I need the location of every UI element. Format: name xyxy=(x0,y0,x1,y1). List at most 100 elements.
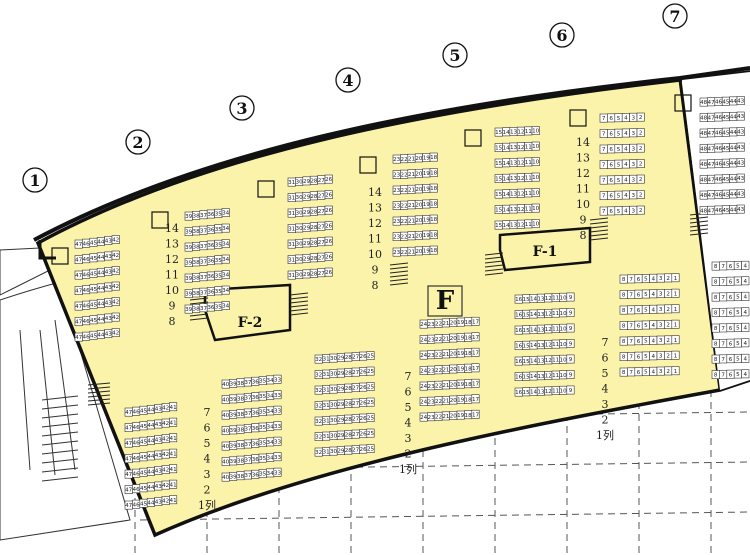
seat[interactable] xyxy=(636,190,645,199)
seat[interactable] xyxy=(324,236,333,246)
seat[interactable] xyxy=(531,172,540,182)
seat[interactable] xyxy=(273,374,282,384)
seat[interactable] xyxy=(471,332,480,342)
seat[interactable] xyxy=(273,452,282,462)
seat[interactable] xyxy=(566,292,575,302)
seat[interactable] xyxy=(111,328,120,337)
seat[interactable] xyxy=(221,223,230,233)
seat[interactable] xyxy=(169,417,178,427)
seat[interactable] xyxy=(471,316,480,326)
seat[interactable] xyxy=(636,174,645,184)
seat[interactable] xyxy=(324,190,333,199)
seat[interactable] xyxy=(671,335,680,345)
seat[interactable] xyxy=(736,173,745,183)
seat[interactable] xyxy=(671,288,680,298)
seat[interactable] xyxy=(741,291,750,301)
seat[interactable] xyxy=(429,199,438,208)
seat[interactable] xyxy=(366,351,375,360)
seat[interactable] xyxy=(169,433,178,443)
seat[interactable] xyxy=(531,141,540,151)
seat[interactable] xyxy=(273,405,282,415)
seat[interactable] xyxy=(169,402,178,412)
seat[interactable] xyxy=(273,421,282,431)
seat[interactable] xyxy=(324,267,333,277)
seat[interactable] xyxy=(566,339,575,348)
seat[interactable] xyxy=(471,394,480,404)
seat[interactable] xyxy=(471,363,480,373)
seat[interactable] xyxy=(169,495,178,505)
seat[interactable] xyxy=(273,390,282,400)
seat[interactable] xyxy=(566,308,575,317)
seat[interactable] xyxy=(636,205,645,215)
seat[interactable] xyxy=(169,448,178,458)
seat[interactable] xyxy=(221,208,230,217)
seat[interactable] xyxy=(429,152,438,162)
seat[interactable] xyxy=(221,285,230,295)
seat[interactable] xyxy=(111,281,120,291)
seat[interactable] xyxy=(429,183,438,193)
seat[interactable] xyxy=(566,354,575,364)
seat[interactable] xyxy=(366,413,375,422)
seat[interactable] xyxy=(429,245,438,255)
seat[interactable] xyxy=(111,266,120,275)
seat[interactable] xyxy=(671,273,680,283)
seat[interactable] xyxy=(636,143,645,153)
seat[interactable] xyxy=(471,409,480,419)
seat[interactable] xyxy=(736,111,745,121)
seat[interactable] xyxy=(566,385,575,395)
seat[interactable] xyxy=(671,304,680,314)
seat[interactable] xyxy=(636,159,645,168)
seat[interactable] xyxy=(671,350,680,360)
seat[interactable] xyxy=(741,338,750,348)
seat[interactable] xyxy=(736,189,745,198)
seat[interactable] xyxy=(111,250,120,260)
seat[interactable] xyxy=(169,479,178,489)
seat[interactable] xyxy=(531,188,540,197)
seat[interactable] xyxy=(471,347,480,357)
seat[interactable] xyxy=(671,319,680,329)
seat[interactable] xyxy=(741,369,750,379)
seat[interactable] xyxy=(736,127,745,136)
seat[interactable] xyxy=(531,157,540,166)
seat[interactable] xyxy=(169,464,178,474)
seat[interactable] xyxy=(636,128,645,137)
seat[interactable] xyxy=(736,142,745,152)
seat[interactable] xyxy=(736,96,745,105)
seat[interactable] xyxy=(741,322,750,332)
seat[interactable] xyxy=(366,366,375,376)
seat[interactable] xyxy=(741,353,750,363)
seat[interactable] xyxy=(111,235,120,244)
seat[interactable] xyxy=(111,312,120,322)
seat[interactable] xyxy=(429,230,438,239)
seat[interactable] xyxy=(366,397,375,407)
seat[interactable] xyxy=(221,301,230,310)
seat[interactable] xyxy=(273,467,282,477)
seat[interactable] xyxy=(324,205,333,215)
seat[interactable] xyxy=(531,203,540,213)
seat[interactable] xyxy=(324,174,333,184)
seat[interactable] xyxy=(741,260,750,270)
seat[interactable] xyxy=(366,444,375,453)
seat[interactable] xyxy=(221,254,230,264)
seat[interactable] xyxy=(111,297,120,306)
seat[interactable] xyxy=(566,323,575,333)
seat[interactable] xyxy=(531,219,540,228)
seat[interactable] xyxy=(531,126,540,135)
seat[interactable] xyxy=(221,239,230,248)
seat[interactable] xyxy=(273,436,282,446)
seat[interactable] xyxy=(366,428,375,438)
seat[interactable] xyxy=(324,221,333,230)
seat[interactable] xyxy=(671,366,680,376)
seat[interactable] xyxy=(324,252,333,261)
seat[interactable] xyxy=(741,276,750,286)
seat[interactable] xyxy=(429,168,438,177)
seat[interactable] xyxy=(736,158,745,167)
seat[interactable] xyxy=(471,378,480,388)
seat[interactable] xyxy=(636,112,645,122)
seat[interactable] xyxy=(566,370,575,379)
seat[interactable] xyxy=(736,204,745,214)
seat[interactable] xyxy=(741,307,750,317)
seat[interactable] xyxy=(221,270,230,279)
seat[interactable] xyxy=(429,214,438,224)
seat[interactable] xyxy=(366,382,375,391)
